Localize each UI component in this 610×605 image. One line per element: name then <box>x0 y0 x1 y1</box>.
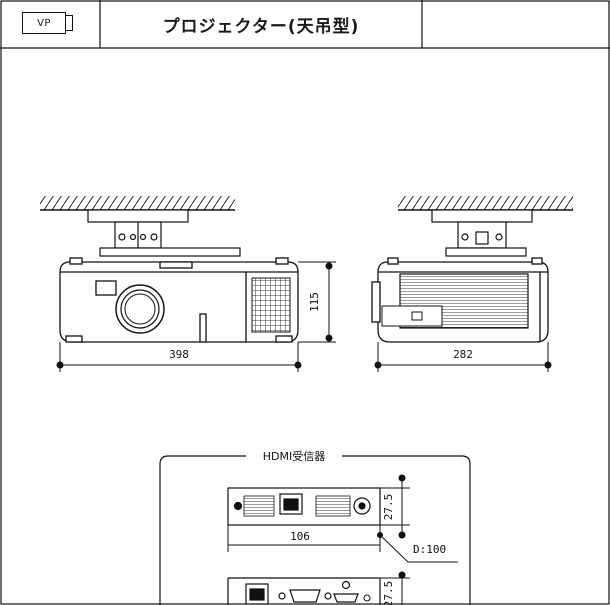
receiver-lower-height-label: 27.5 <box>382 581 395 605</box>
rj45-port-icon <box>245 583 269 605</box>
ceiling-plate <box>431 209 533 223</box>
symbol-tab-icon <box>65 15 73 31</box>
front-width-dimension <box>56 342 302 372</box>
indicator-icon <box>363 594 371 602</box>
side-width-dimension <box>374 342 552 372</box>
side-view: 282 <box>371 196 573 372</box>
projector-lens-icon <box>115 284 165 334</box>
receiver-depth-label: D:100 <box>413 543 446 556</box>
receiver-width-label: 106 <box>290 530 310 543</box>
height-label: 115 <box>308 292 321 312</box>
ceiling-plate <box>87 209 189 223</box>
front-width-label: 398 <box>169 348 189 361</box>
power-jack-icon <box>353 497 371 515</box>
vent-grille-icon <box>251 277 291 333</box>
side-width-label: 282 <box>453 348 473 361</box>
side-panel <box>381 305 443 327</box>
ceiling-hatch-icon <box>398 196 573 211</box>
depth-leader <box>377 532 458 563</box>
receiver-label: HDMI受信器 <box>263 450 325 463</box>
mount-bracket-icon <box>445 221 527 257</box>
rj45-port-icon <box>279 493 303 515</box>
height-dimension <box>298 261 336 343</box>
receiver-width-dimension <box>227 525 381 552</box>
mount-bracket-icon <box>99 221 241 257</box>
receiver-height-dimension <box>380 474 410 539</box>
ceiling-hatch-icon <box>40 196 235 211</box>
page-title: プロジェクター(天吊型) <box>162 16 360 37</box>
receiver-rear-panel <box>227 577 381 605</box>
front-view: 398 115 <box>40 196 336 372</box>
hdmi-port-icon <box>333 580 359 603</box>
receiver-group: HDMI受信器 106 <box>159 450 471 605</box>
receiver-height-label: 27.5 <box>382 494 395 521</box>
symbol-code: VP <box>22 12 66 34</box>
receiver-lower-dimension <box>380 571 410 605</box>
dsub-port-icon <box>278 589 332 603</box>
title-block: VP プロジェクター(天吊型) <box>0 0 610 48</box>
